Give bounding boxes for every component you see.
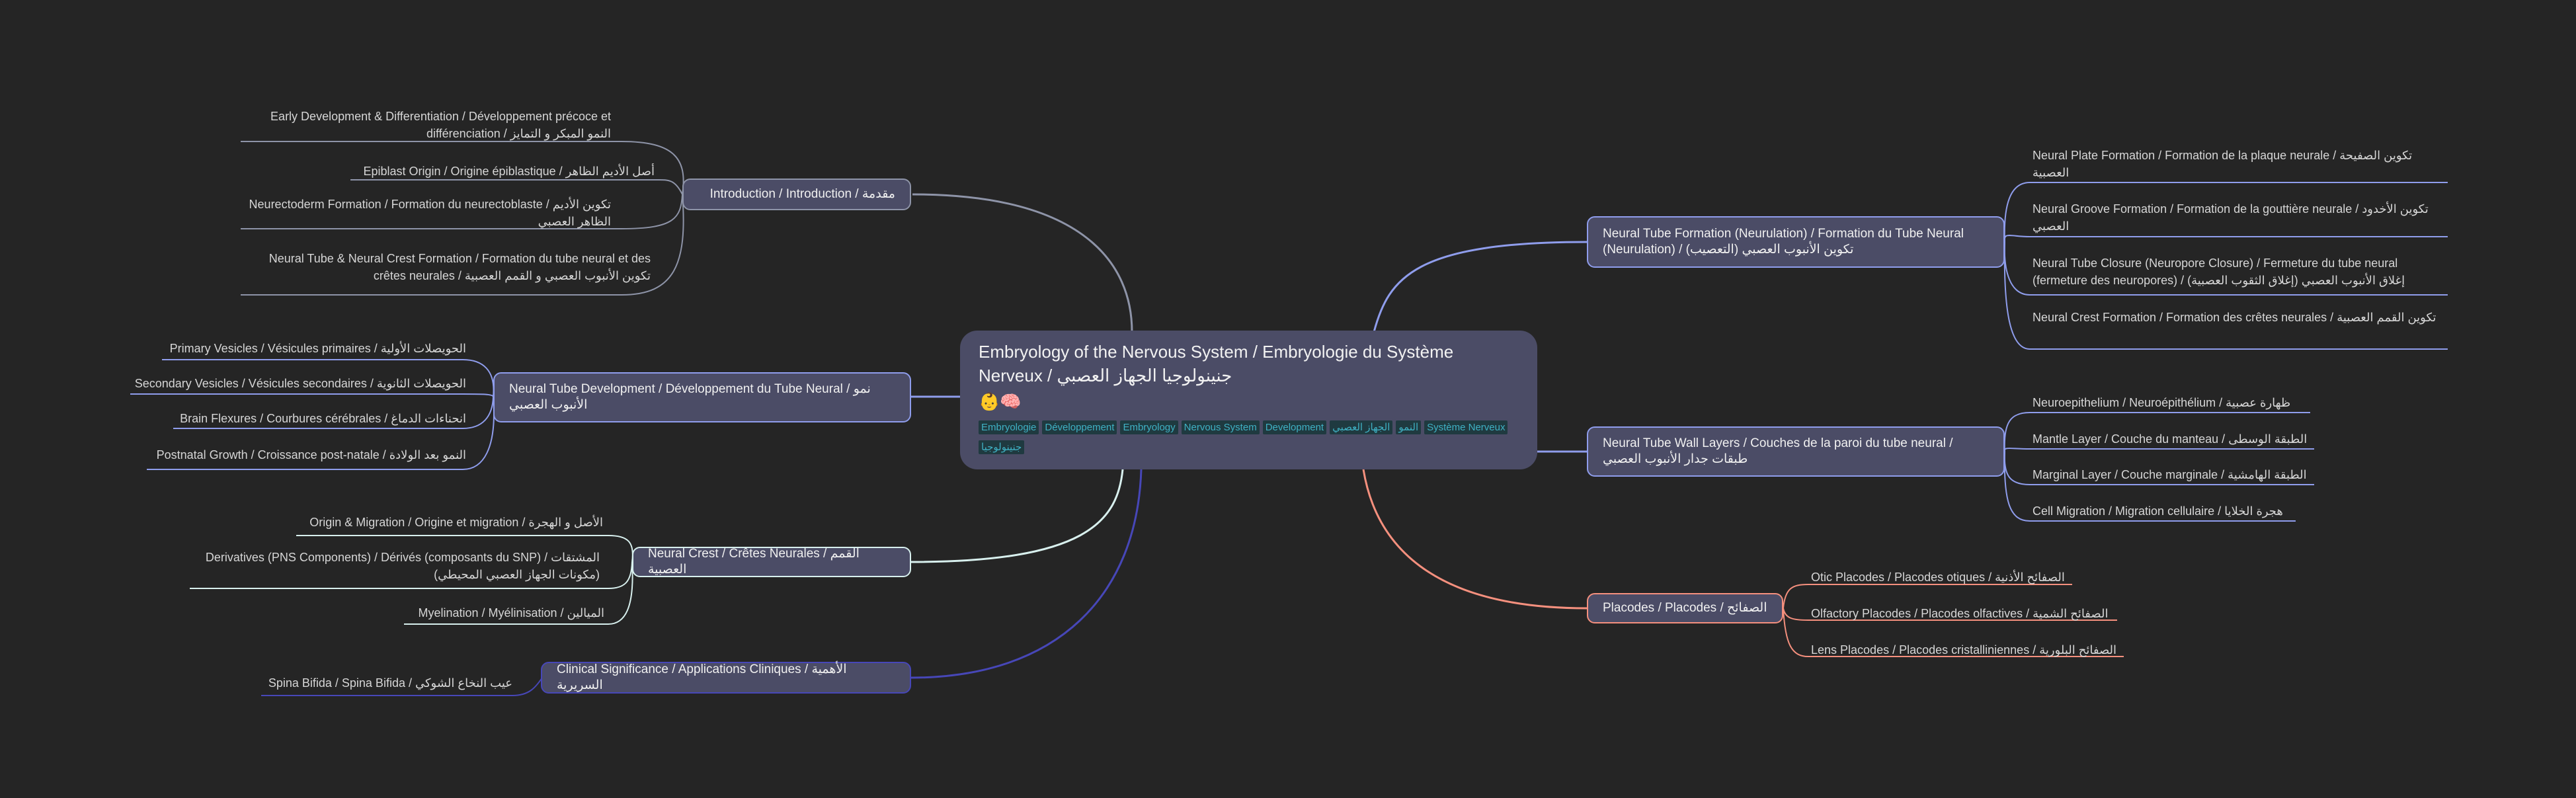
tag[interactable]: Développement: [1042, 420, 1117, 434]
tag[interactable]: Nervous System: [1181, 420, 1260, 434]
branch-neural-crest[interactable]: Neural Crest / Crêtes Neurales / القمم ا…: [632, 547, 911, 577]
leaf-brain-flexures[interactable]: Brain Flexures / Courbures cérébrales / …: [180, 412, 466, 425]
branch-neural-tube-formation[interactable]: Neural Tube Formation (Neurulation) / Fo…: [1587, 216, 2005, 268]
leaf-neural-tube-closure[interactable]: Neural Tube Closure (Neuropore Closure) …: [2033, 257, 2405, 287]
tag[interactable]: Development: [1262, 420, 1327, 434]
branch-label: Placodes / Placodes / الصفائح: [1603, 601, 1767, 615]
leaf-neural-tube-crest-formation[interactable]: Neural Tube & Neural Crest Formation / F…: [268, 252, 651, 282]
branch-label: Neural Tube Wall Layers / Couches de la …: [1603, 436, 1953, 466]
leaf-lens-placodes[interactable]: Lens Placodes / Placodes cristallinienne…: [1811, 643, 2117, 657]
central-topic-node[interactable]: Embryology of the Nervous System / Embry…: [960, 331, 1537, 469]
branch-introduction[interactable]: Introduction / Introduction / مقدمة: [682, 179, 911, 210]
leaf-origin-migration[interactable]: Origin & Migration / Origine et migratio…: [309, 516, 603, 529]
leaf-neurectoderm-formation[interactable]: Neurectoderm Formation / Formation du ne…: [249, 198, 611, 228]
leaf-neural-crest-formation[interactable]: Neural Crest Formation / Formation des c…: [2033, 311, 2436, 324]
branch-neural-tube-wall-layers[interactable]: Neural Tube Wall Layers / Couches de la …: [1587, 426, 2005, 477]
leaf-olfactory-placodes[interactable]: Olfactory Placodes / Placodes olfactives…: [1811, 607, 2109, 620]
tag[interactable]: النمو: [1396, 420, 1422, 434]
branch-clinical-significance[interactable]: Clinical Significance / Applications Cli…: [541, 662, 911, 694]
central-topic-title-line2: Nerveux / جنينولوجيا الجهاز العصبي: [979, 366, 1232, 385]
central-topic-title-line1: Embryology of the Nervous System / Embry…: [979, 342, 1454, 362]
baby-brain-emoji-icon: 👶🧠: [979, 391, 1022, 411]
branch-label: Clinical Significance / Applications Cli…: [557, 662, 847, 692]
leaf-spina-bifida[interactable]: Spina Bifida / Spina Bifida / عيب النخاع…: [268, 676, 512, 690]
branch-placodes[interactable]: Placodes / Placodes / الصفائح: [1587, 593, 1783, 623]
branch-label: Neural Tube Formation (Neurulation) / Fo…: [1603, 227, 1964, 257]
leaf-marginal-layer[interactable]: Marginal Layer / Couche marginale / الطب…: [2033, 468, 2307, 481]
leaf-otic-placodes[interactable]: Otic Placodes / Placodes otiques / الصفا…: [1811, 571, 2065, 584]
tag[interactable]: Embryologie: [979, 420, 1039, 434]
branch-label: Neural Tube Development / Développement …: [509, 382, 871, 412]
leaf-early-development[interactable]: Early Development & Differentiation / Dé…: [270, 110, 611, 140]
leaf-neuroepithelium[interactable]: Neuroepithelium / Neuroépithélium / ظهار…: [2033, 396, 2291, 409]
branch-label: Introduction / Introduction / مقدمة: [709, 187, 895, 201]
leaf-epiblast-origin[interactable]: Epiblast Origin / Origine épiblastique /…: [363, 165, 655, 178]
leaf-secondary-vesicles[interactable]: Secondary Vesicles / Vésicules secondair…: [134, 377, 466, 390]
leaf-derivatives-pns[interactable]: Derivatives (PNS Components) / Dérivés (…: [205, 551, 600, 581]
leaf-neural-plate-formation[interactable]: Neural Plate Formation / Formation de la…: [2033, 149, 2413, 179]
tag[interactable]: Système Nerveux: [1424, 420, 1508, 434]
leaf-neural-groove-formation[interactable]: Neural Groove Formation / Formation de l…: [2033, 202, 2429, 233]
leaf-postnatal-growth[interactable]: Postnatal Growth / Croissance post-natal…: [156, 448, 466, 461]
leaf-mantle-layer[interactable]: Mantle Layer / Couche du manteau / الطبق…: [2033, 432, 2308, 446]
leaf-myelination[interactable]: Myelination / Myélinisation / الميالين: [418, 606, 604, 619]
tag[interactable]: الجهاز العصبي: [1330, 420, 1393, 434]
branch-neural-tube-development[interactable]: Neural Tube Development / Développement …: [493, 372, 911, 422]
leaf-primary-vesicles[interactable]: Primary Vesicles / Vésicules primaires /…: [169, 342, 466, 355]
leaf-cell-migration[interactable]: Cell Migration / Migration cellulaire / …: [2033, 504, 2283, 518]
tag[interactable]: جنينولوجيا: [979, 440, 1025, 454]
branch-label: Neural Crest / Crêtes Neurales / القمم ا…: [648, 547, 860, 577]
tag[interactable]: Embryology: [1120, 420, 1178, 434]
